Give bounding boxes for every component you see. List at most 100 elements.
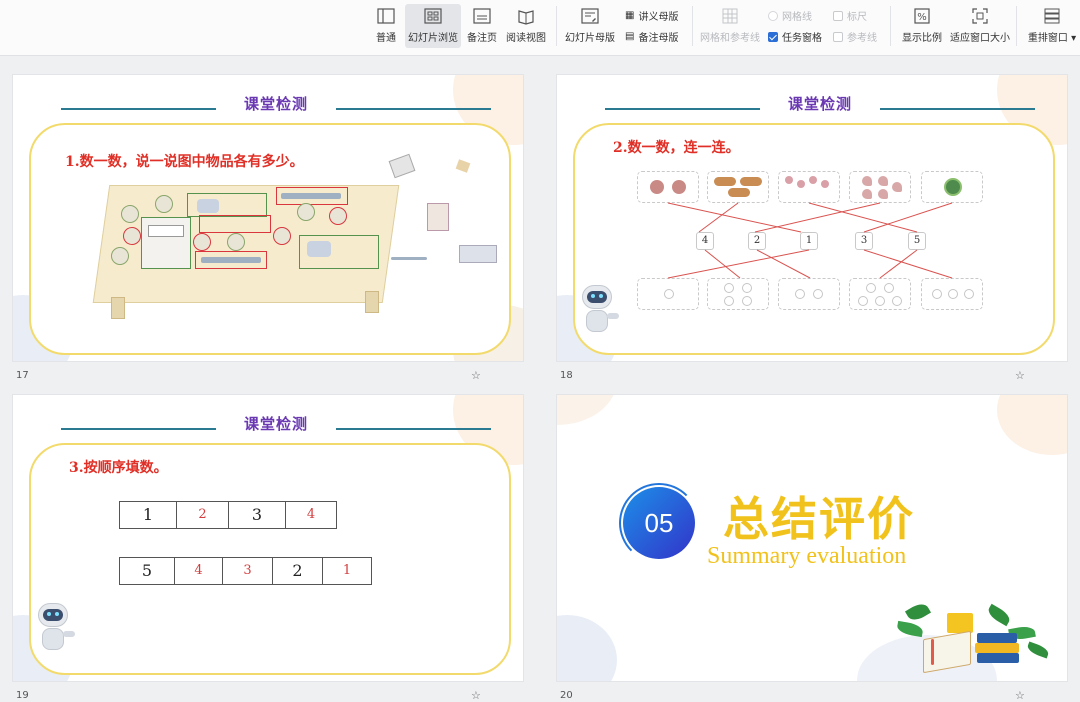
- slide-sorter-label: 幻灯片浏览: [408, 33, 458, 44]
- slide-sorter-icon: [424, 7, 442, 25]
- title-line-right: [336, 108, 491, 110]
- title-line-left: [61, 108, 216, 110]
- slide-thumbnail-19[interactable]: 课堂检测 3.按顺序填数。 1 2 3 4 5 4 3 2 1: [12, 394, 524, 682]
- coin-image: [227, 233, 245, 251]
- slide-title: 课堂检测: [243, 415, 308, 433]
- slide-thumbnail-18[interactable]: 课堂检测 2.数一数，连一连。 4 2 1 3 5: [556, 74, 1068, 362]
- coin-image: [121, 205, 139, 223]
- star-icon[interactable]: ☆: [1015, 689, 1025, 702]
- fit-window-button[interactable]: 适应窗口大小: [950, 4, 1010, 48]
- notes-master-button[interactable]: ▤ 备注母版: [625, 29, 678, 44]
- star-icon[interactable]: ☆: [471, 369, 481, 382]
- gridlines-radio: [768, 10, 778, 21]
- title-line-right: [336, 428, 491, 430]
- slide-master-button[interactable]: 幻灯片母版: [562, 4, 618, 48]
- sequence-row-1: 1 2 3 4: [119, 501, 337, 529]
- sequence-row-2: 5 4 3 2 1: [119, 557, 372, 585]
- guides-toggle[interactable]: 参考线: [833, 29, 877, 44]
- number-card: 1: [800, 232, 818, 250]
- ruler-toggle[interactable]: 标尺: [833, 8, 867, 23]
- picture-box-peaches: [849, 171, 911, 203]
- pencil-case-image: [299, 235, 379, 269]
- normal-view-icon: [377, 7, 395, 25]
- coin-image: [123, 227, 141, 245]
- picture-box-watermelon: [921, 171, 983, 203]
- ribbon-divider: [890, 6, 891, 46]
- notes-page-label: 备注页: [467, 33, 497, 44]
- rearrange-window-button[interactable]: 重排窗口 ▾: [1024, 4, 1080, 48]
- dots-box-3: [921, 278, 983, 310]
- title-line-left: [605, 108, 760, 110]
- slide-title-bar: 课堂检测: [61, 93, 491, 117]
- ruler-checkbox: [833, 10, 843, 21]
- robot-mascot: [577, 285, 619, 339]
- reading-view-button[interactable]: 阅读视图: [498, 4, 554, 48]
- notes-master-icon: ▤: [625, 31, 635, 42]
- question-text: 3.按顺序填数。: [69, 460, 168, 476]
- coin-image: [297, 203, 315, 221]
- rearrange-window-icon: [1043, 7, 1061, 25]
- decor-blob: [997, 395, 1067, 455]
- notes-page-button[interactable]: 备注页: [454, 4, 510, 48]
- slide-title-bar: 课堂检测: [605, 93, 1035, 117]
- connecting-lines: [667, 202, 953, 279]
- pencil-image: [201, 257, 261, 263]
- sequence-answer: 2: [177, 502, 229, 528]
- slide-number: 19: [16, 690, 29, 701]
- slide-title: 课堂检测: [243, 95, 308, 113]
- decor-blob: [557, 615, 617, 681]
- robot-mascot: [33, 603, 75, 657]
- sequence-answer: 4: [306, 507, 316, 522]
- ribbon-toolbar: 普通 幻灯片浏览 备注页 阅读视图 幻灯片母版 ▦ 讲义母版 ▤ 备注母版: [0, 0, 1080, 56]
- title-line-right: [880, 108, 1035, 110]
- slide-sorter-button[interactable]: 幻灯片浏览: [405, 4, 461, 48]
- guides-label: 参考线: [847, 33, 877, 44]
- pencil-image: [281, 193, 341, 199]
- notes-page-icon: [473, 7, 491, 25]
- task-pane-toggle[interactable]: 任务窗格: [768, 29, 822, 44]
- gridlines-label: 网格线: [782, 12, 812, 23]
- ribbon-divider: [692, 6, 693, 46]
- slide-thumbnail-17[interactable]: 课堂检测 1.数一数，说一说图中物品各有多少。: [12, 74, 524, 362]
- elephant-sticker: [307, 241, 331, 257]
- grid-icon: [721, 7, 739, 25]
- zoom-percent-icon: %: [913, 7, 931, 25]
- zoom-label: 显示比例: [902, 33, 942, 44]
- coin-image: [155, 195, 173, 213]
- normal-view-button[interactable]: 普通: [358, 4, 414, 48]
- elephant-sticker: [197, 199, 219, 213]
- star-icon[interactable]: ☆: [1015, 369, 1025, 382]
- section-number-badge: 05: [623, 487, 695, 559]
- calculator-screen: [148, 225, 184, 237]
- title-line-left: [61, 428, 216, 430]
- slide-thumbnail-20[interactable]: 05 总结评价 Summary evaluation: [556, 394, 1068, 682]
- highlight-box: [199, 215, 271, 233]
- zoom-button[interactable]: % 显示比例: [894, 4, 950, 48]
- picture-box-apples: [637, 171, 699, 203]
- grid-and-guides-button[interactable]: 网格和参考线: [698, 4, 762, 48]
- number-card: 4: [696, 232, 714, 250]
- normal-view-label: 普通: [376, 33, 396, 44]
- slide-title-bar: 课堂检测: [61, 413, 491, 437]
- dots-box-1: [637, 278, 699, 310]
- gridlines-toggle[interactable]: 网格线: [768, 8, 812, 23]
- picture-box-lollipops: [778, 171, 840, 203]
- ruler-label: 标尺: [847, 12, 867, 23]
- sequence-answer: 4: [175, 558, 223, 584]
- notes-master-label: 备注母版: [638, 33, 679, 44]
- task-pane-checkbox: [768, 31, 778, 42]
- ribbon-divider: [556, 6, 557, 46]
- dots-box-2: [778, 278, 840, 310]
- book-icon: [517, 7, 535, 25]
- star-icon[interactable]: ☆: [471, 689, 481, 702]
- guides-checkbox: [833, 31, 843, 42]
- badge-ring: [619, 483, 699, 563]
- slide-master-label: 幻灯片母版: [565, 33, 615, 44]
- number-card: 3: [855, 232, 873, 250]
- coin-image: [273, 227, 291, 245]
- highlight-box: [195, 251, 267, 269]
- coin-image: [111, 247, 129, 265]
- pencil-image: [391, 257, 427, 260]
- handout-master-button[interactable]: ▦ 讲义母版: [625, 8, 678, 23]
- fit-window-label: 适应窗口大小: [950, 33, 1010, 44]
